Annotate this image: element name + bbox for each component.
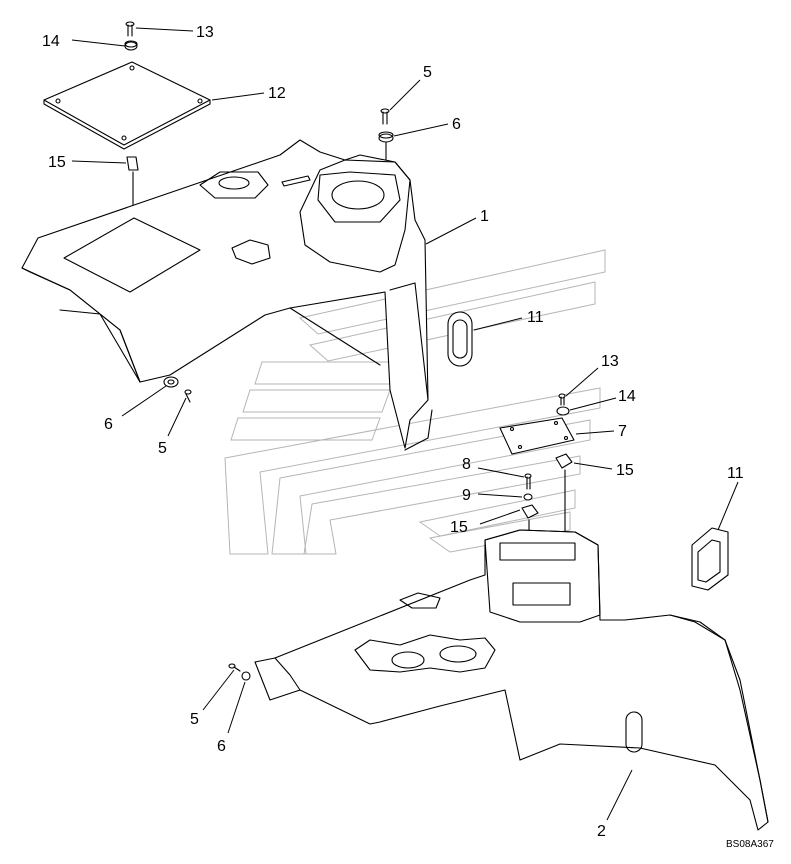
callout-13-middle: 13 <box>601 353 619 370</box>
washer-14-middle <box>556 406 570 416</box>
callout-6-lower: 6 <box>217 738 226 755</box>
leader-lines <box>71 27 739 821</box>
callout-5-lower: 5 <box>190 711 199 728</box>
screw-13-middle <box>558 393 566 406</box>
callout-14-middle: 14 <box>618 388 636 405</box>
washer-6-left <box>163 376 179 388</box>
front-console-panel-1 <box>21 139 433 451</box>
callout-15-middle: 15 <box>616 462 634 479</box>
callout-14-upper: 14 <box>42 33 60 50</box>
screw-5-upper-right <box>380 108 390 125</box>
watermark-logo <box>224 249 606 555</box>
grommet-11-upper <box>447 311 473 367</box>
callout-6-left: 6 <box>104 416 113 433</box>
callout-13-upper: 13 <box>196 24 214 41</box>
screw-13-upper <box>125 21 135 37</box>
grommet-11-right <box>691 527 729 591</box>
callout-5-upper-right: 5 <box>423 64 432 81</box>
callout-11-upper: 11 <box>527 309 544 326</box>
callout-9: 9 <box>462 487 471 504</box>
washer-9 <box>523 493 533 501</box>
washer-14-upper <box>124 40 138 51</box>
callout-5-left: 5 <box>158 440 167 457</box>
lower-console-panel-2 <box>254 529 769 831</box>
reference-code: BS08A367 <box>726 839 774 850</box>
callout-2: 2 <box>597 823 606 840</box>
washer-6-lower <box>241 671 251 681</box>
screw-8 <box>524 473 532 490</box>
callout-labels: 13 14 12 15 5 6 1 11 6 5 13 14 7 15 8 9 … <box>42 24 744 840</box>
callout-8: 8 <box>462 456 471 473</box>
callout-12: 12 <box>268 85 286 102</box>
cover-plate-12 <box>43 61 211 150</box>
callout-1: 1 <box>480 208 489 225</box>
callout-15-lower: 15 <box>450 519 468 536</box>
callout-11-right: 11 <box>727 465 744 482</box>
screw-5-lower <box>228 663 241 672</box>
callout-7: 7 <box>618 423 627 440</box>
callout-15-upper: 15 <box>48 154 66 171</box>
screw-5-left <box>184 389 192 403</box>
callout-6-upper-right: 6 <box>452 116 461 133</box>
cover-plate-7 <box>499 417 575 455</box>
